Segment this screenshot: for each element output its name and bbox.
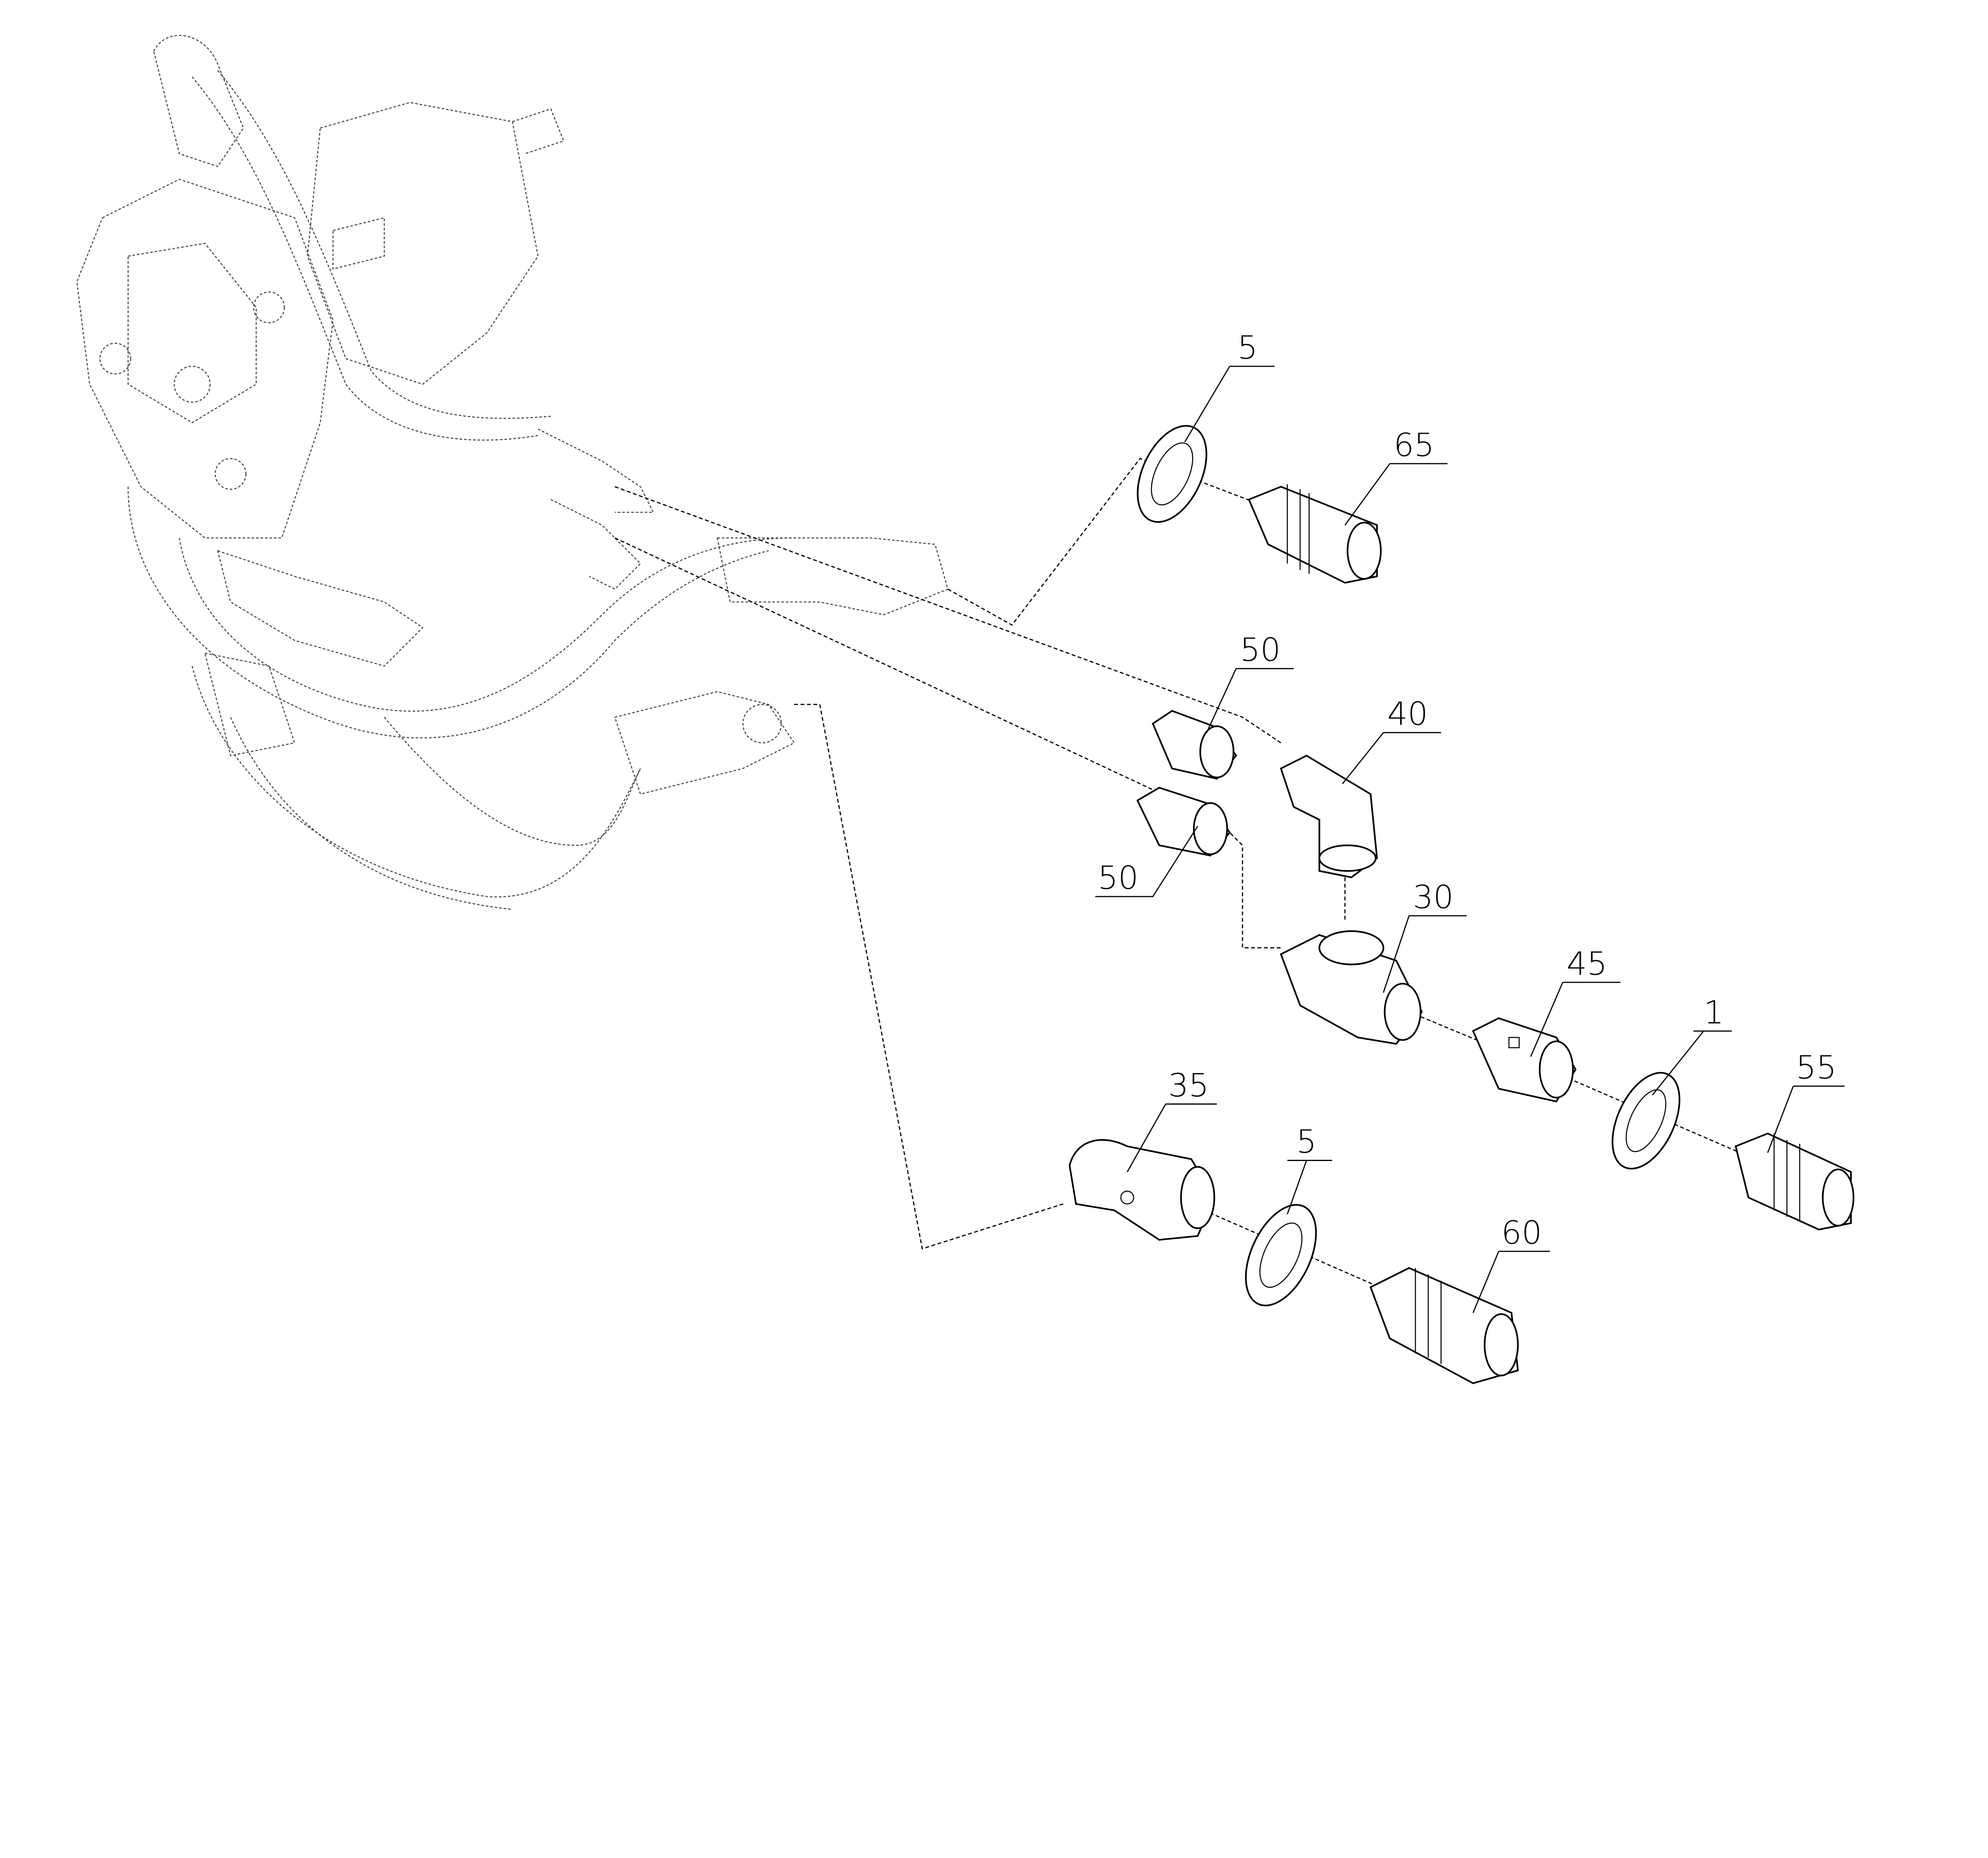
washer-5-bottom <box>1245 1204 1317 1307</box>
pump-assembly-phantom <box>76 35 949 910</box>
callout-40: 40 <box>1342 695 1441 784</box>
callout-label: 50 <box>1240 631 1281 668</box>
callout-1: 1 <box>1652 994 1732 1096</box>
callout-label: 1 <box>1704 994 1724 1031</box>
callout-30: 30 <box>1383 878 1467 993</box>
washer-1 <box>1611 1072 1681 1170</box>
callout-65: 65 <box>1344 426 1448 526</box>
callout-5-top: 5 <box>1184 329 1275 443</box>
adapter-65 <box>1248 484 1382 584</box>
nut-50-upper <box>1151 710 1237 780</box>
callout-label: 45 <box>1567 945 1607 982</box>
callout-label: 65 <box>1394 426 1434 464</box>
union-45 <box>1472 1017 1577 1103</box>
exploded-parts-diagram: 5 65 50 40 50 30 45 1 55 35 5 60 <box>76 35 1854 1384</box>
elbow-35 <box>1068 1139 1215 1241</box>
callout-label: 5 <box>1296 1123 1316 1160</box>
callout-label: 40 <box>1387 695 1428 732</box>
callout-60: 60 <box>1472 1214 1550 1313</box>
callout-label: 5 <box>1237 329 1258 366</box>
elbow-40 <box>1280 755 1378 878</box>
adapter-60 <box>1369 1267 1519 1384</box>
callout-45: 45 <box>1530 945 1621 1057</box>
callout-label: 30 <box>1413 878 1453 916</box>
callout-50-upper: 50 <box>1206 631 1294 733</box>
callout-label: 35 <box>1168 1066 1209 1104</box>
callout-label: 50 <box>1098 859 1138 897</box>
callout-55: 55 <box>1767 1048 1845 1153</box>
adapter-55 <box>1734 1132 1854 1231</box>
callout-35: 35 <box>1126 1066 1217 1173</box>
callout-label: 55 <box>1796 1048 1837 1086</box>
callout-50-lower: 50 <box>1095 825 1198 897</box>
callout-label: 60 <box>1501 1214 1542 1251</box>
callout-5-bottom: 5 <box>1287 1123 1332 1215</box>
nut-50-lower <box>1136 786 1231 857</box>
tee-30 <box>1280 930 1423 1045</box>
